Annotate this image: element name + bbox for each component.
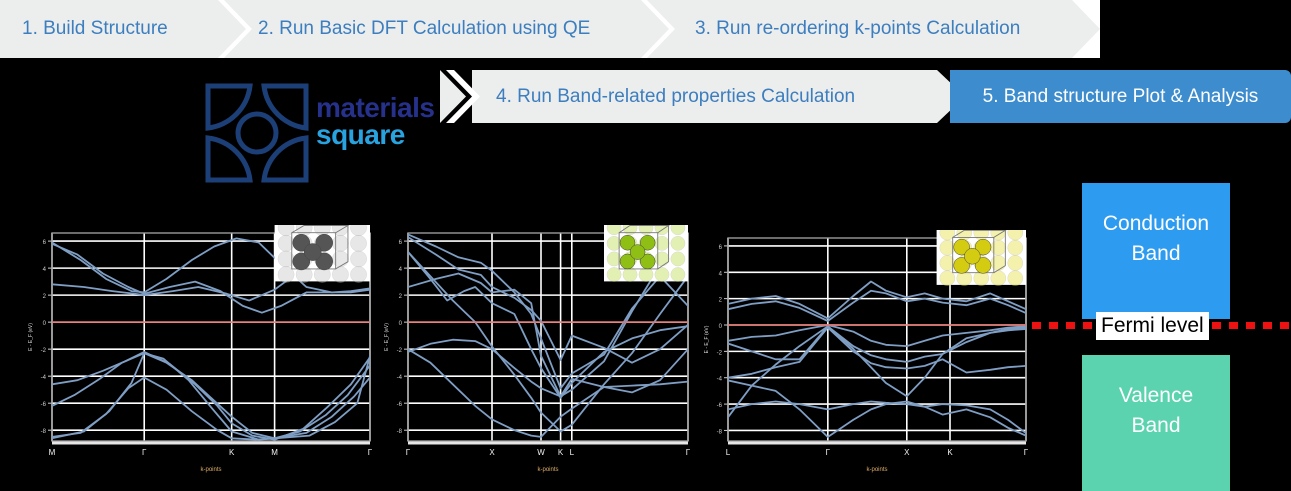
svg-text:-6: -6	[717, 403, 723, 409]
svg-text:Γ: Γ	[406, 448, 411, 457]
svg-text:X: X	[489, 448, 495, 457]
svg-text:K: K	[947, 448, 953, 457]
svg-text:4: 4	[719, 271, 723, 277]
svg-text:-8: -8	[717, 429, 723, 435]
materials-square-logo[interactable]: materials square	[200, 74, 450, 184]
svg-text:2: 2	[719, 298, 723, 304]
svg-text:-4: -4	[397, 375, 403, 381]
valence-band-legend: Valence Band	[1082, 355, 1230, 491]
workflow-step-3[interactable]: 3. Run re-ordering k-points Calculation	[695, 18, 1021, 39]
conduction-band-label-line2: Band	[1131, 242, 1181, 265]
breadcrumb-band-2	[440, 70, 965, 123]
svg-text:-4: -4	[717, 377, 723, 383]
workflow-step-4[interactable]: 4. Run Band-related properties Calculati…	[496, 86, 856, 107]
svg-text:k-points: k-points	[866, 467, 887, 473]
workflow-breadcrumb-row-2: 5. Band structure Plot & Analysis 4. Run…	[440, 70, 1291, 123]
workflow-breadcrumb-row-1: 1. Build Structure 2. Run Basic DFT Calc…	[0, 0, 1100, 58]
svg-text:Γ: Γ	[686, 448, 691, 457]
fermi-level-dotted-line-left	[1032, 322, 1098, 329]
svg-text:K: K	[229, 448, 235, 457]
svg-text:-8: -8	[41, 429, 47, 435]
svg-text:0: 0	[43, 321, 47, 327]
workflow-step-2[interactable]: 2. Run Basic DFT Calculation using QE	[258, 18, 591, 39]
logo-line-materials: materials	[316, 92, 435, 123]
svg-text:L: L	[726, 448, 731, 457]
workflow-step-5-active[interactable]: 5. Band structure Plot & Analysis	[950, 70, 1291, 123]
svg-text:k-points: k-points	[200, 467, 221, 473]
svg-text:M: M	[271, 448, 278, 457]
svg-text:Γ: Γ	[1024, 448, 1029, 457]
svg-text:0: 0	[719, 324, 723, 330]
fermi-level-label: Fermi level	[1096, 312, 1209, 340]
svg-text:-4: -4	[41, 375, 47, 381]
svg-text:2: 2	[43, 294, 47, 300]
logo-mark-icon	[205, 83, 309, 183]
svg-text:-8: -8	[397, 429, 403, 435]
svg-text:k-points: k-points	[537, 467, 558, 473]
conduction-band-label-line1: Conduction	[1102, 212, 1210, 235]
svg-text:-2: -2	[397, 348, 403, 354]
breadcrumb-band	[0, 0, 1100, 58]
svg-text:6: 6	[43, 240, 47, 246]
svg-text:-6: -6	[41, 402, 47, 408]
workflow-step-5-label: 5. Band structure Plot & Analysis	[982, 86, 1259, 107]
svg-text:-6: -6	[397, 402, 403, 408]
svg-text:4: 4	[399, 267, 403, 273]
conduction-band-legend: Conduction Band	[1082, 183, 1230, 319]
fermi-level-dotted-line-right	[1212, 322, 1291, 329]
svg-text:M: M	[49, 448, 56, 457]
valence-band-label-line1: Valence	[1118, 384, 1194, 407]
svg-text:0: 0	[399, 321, 403, 327]
svg-text:-2: -2	[41, 348, 47, 354]
svg-text:2: 2	[399, 294, 403, 300]
svg-text:K: K	[558, 448, 564, 457]
svg-text:Γ: Γ	[826, 448, 831, 457]
svg-text:W: W	[537, 448, 545, 457]
svg-text:E - E_F (eV): E - E_F (eV)	[384, 323, 390, 351]
svg-text:-2: -2	[717, 350, 723, 356]
svg-text:Γ: Γ	[368, 448, 373, 457]
logo-wordmark: materials square	[316, 92, 456, 150]
svg-text:E - E_F (eV): E - E_F (eV)	[704, 325, 710, 353]
svg-text:X: X	[904, 448, 910, 457]
logo-line-square: square	[316, 119, 405, 150]
svg-text:E - E_F (eV): E - E_F (eV)	[28, 323, 34, 351]
workflow-step-1[interactable]: 1. Build Structure	[22, 18, 168, 39]
svg-text:6: 6	[399, 240, 403, 246]
valence-band-label-line2: Band	[1131, 414, 1181, 437]
svg-text:L: L	[570, 448, 575, 457]
svg-text:Γ: Γ	[142, 448, 147, 457]
svg-text:6: 6	[719, 245, 723, 251]
svg-text:4: 4	[43, 267, 47, 273]
